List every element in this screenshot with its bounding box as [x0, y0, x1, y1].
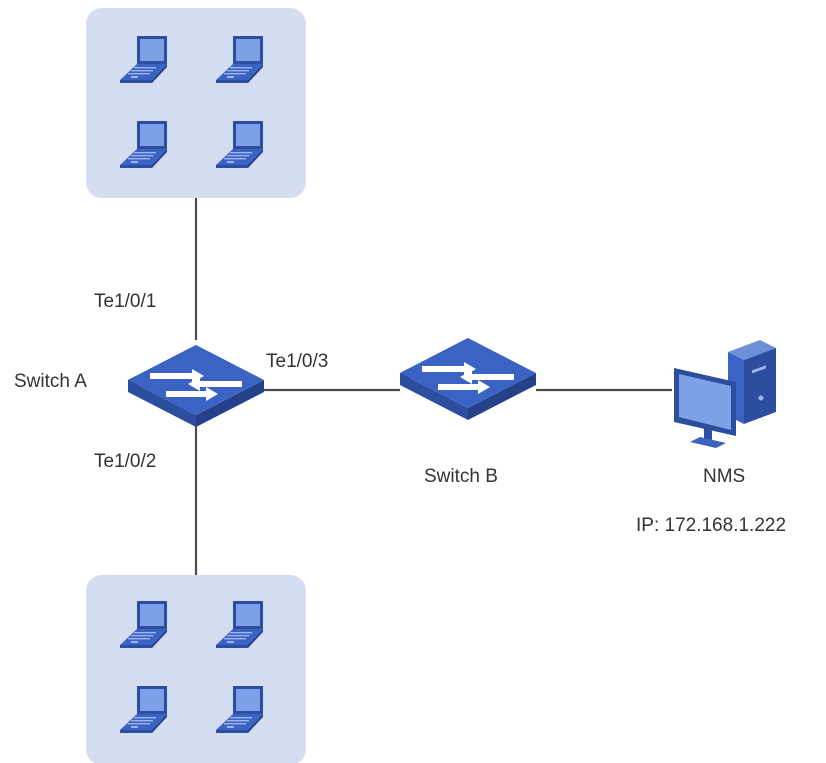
port-te1-0-1-label: Te1/0/1 [94, 291, 157, 312]
switch-a-label: Switch A [14, 371, 87, 392]
port-te1-0-2-label: Te1/0/2 [94, 451, 157, 472]
bottom-host-group [86, 575, 306, 763]
nms-ip-label: IP: 172.168.1.222 [636, 515, 787, 536]
switch-b-label: Switch B [424, 466, 498, 487]
nms-label: NMS [703, 466, 746, 487]
top-host-group [86, 8, 306, 198]
port-te1-0-3-label: Te1/0/3 [266, 351, 329, 372]
switch-b-icon [400, 338, 536, 420]
switch-a-icon [128, 345, 264, 427]
nms-computer-icon [674, 340, 776, 448]
